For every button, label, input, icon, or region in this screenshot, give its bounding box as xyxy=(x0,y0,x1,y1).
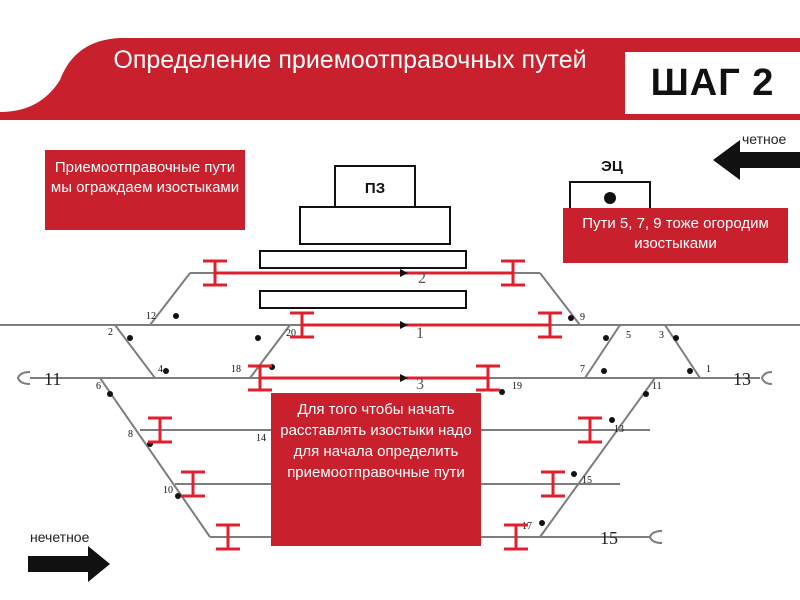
callout-define-receiving-tracks: Для того чтобы начать расставлять изосты… xyxy=(271,393,481,546)
switch-number: 14 xyxy=(256,433,266,444)
signal-dot xyxy=(643,391,649,397)
signal-dot xyxy=(163,368,169,374)
switch-number: 5 xyxy=(626,330,631,341)
switch-connector xyxy=(249,324,291,379)
switch-connector xyxy=(539,272,581,326)
signal-dot xyxy=(107,391,113,397)
switch-connector xyxy=(99,377,211,538)
isolating-joint xyxy=(538,311,562,339)
switch-number: 10 xyxy=(163,485,173,496)
isolating-joint xyxy=(504,523,528,551)
signal-dot xyxy=(255,335,261,341)
switch-number: 8 xyxy=(128,429,133,440)
page-title: Определение приемоотправочных путей xyxy=(113,46,587,74)
odd-direction-label: нечетное xyxy=(30,529,90,545)
switch-number: 11 xyxy=(652,381,662,392)
isolating-joint xyxy=(578,416,602,444)
even-direction-arrow xyxy=(713,140,800,180)
signal-dot xyxy=(687,368,693,374)
switch-connector xyxy=(539,377,656,538)
signal-dot xyxy=(173,313,179,319)
arrowhead xyxy=(400,269,408,277)
platform-upper xyxy=(259,250,467,269)
switch-connector xyxy=(584,324,621,379)
platform-lower xyxy=(259,290,467,309)
line-end-right-15 xyxy=(648,530,663,544)
isolating-joint xyxy=(248,364,272,392)
signal-dot xyxy=(499,389,505,395)
track-number-2: 2 xyxy=(418,270,426,287)
switch-number: 7 xyxy=(580,364,585,375)
callout-tracks-5-7-9: Пути 5, 7, 9 тоже огородим изостыками xyxy=(563,208,788,263)
switch-number: 4 xyxy=(158,364,163,375)
receiving-tracks xyxy=(215,271,550,380)
callout-isolating-joints: Приемоотправочные пути мы ограждаем изос… xyxy=(45,150,245,230)
odd-direction-arrow xyxy=(28,546,110,582)
signal-dot xyxy=(571,471,577,477)
direction-arrowheads xyxy=(400,269,408,382)
line-end-label-left: 11 xyxy=(44,369,61,389)
even-direction-label: четное xyxy=(742,131,787,147)
track-number-3: 3 xyxy=(416,376,424,393)
signal-dot xyxy=(568,315,574,321)
switch-connector xyxy=(664,324,701,379)
signal-dot xyxy=(673,335,679,341)
switch-number: 12 xyxy=(146,311,156,322)
ec-label: ЭЦ xyxy=(601,158,623,175)
signal-dot xyxy=(601,368,607,374)
isolating-joint xyxy=(148,416,172,444)
isolating-joints xyxy=(148,259,602,551)
switch-number: 2 xyxy=(108,327,113,338)
switch-number: 13 xyxy=(614,424,624,435)
switch-number: 20 xyxy=(286,328,296,339)
isolating-joint xyxy=(203,259,227,287)
switch-number: 19 xyxy=(512,381,522,392)
switch-number: 18 xyxy=(231,364,241,375)
signal-dot xyxy=(127,335,133,341)
title-banner xyxy=(0,38,800,120)
switch-number: 15 xyxy=(582,475,592,486)
signal-dot xyxy=(603,335,609,341)
switch-connector xyxy=(149,272,191,326)
switch-number: 9 xyxy=(580,312,585,323)
arrowhead xyxy=(400,374,408,382)
signal-dot xyxy=(175,493,181,499)
line-end-label-right-main: 13 xyxy=(733,369,751,389)
isolating-joint xyxy=(476,364,500,392)
arrowhead xyxy=(400,321,408,329)
signal-dot xyxy=(539,520,545,526)
switch-number: 6 xyxy=(96,381,101,392)
line-end-left-11 xyxy=(16,371,31,385)
line-end-right-13 xyxy=(760,371,773,385)
track-number-1: 1 xyxy=(416,325,424,342)
signal-dot xyxy=(609,417,615,423)
isolating-joint xyxy=(501,259,525,287)
step-label: ШАГ 2 xyxy=(625,52,800,114)
pz-building-top xyxy=(334,165,416,209)
switch-connector xyxy=(114,324,156,379)
isolating-joint xyxy=(216,523,240,551)
isolating-joint xyxy=(290,311,314,339)
pz-label: ПЗ xyxy=(365,180,385,197)
line-end-label-right-bottom: 15 xyxy=(600,528,618,548)
isolating-joint xyxy=(181,470,205,498)
pz-building-middle xyxy=(299,206,451,245)
isolating-joint xyxy=(541,470,565,498)
ec-marker xyxy=(604,192,616,204)
switch-number: 3 xyxy=(659,330,664,341)
switch-number: 1 xyxy=(706,364,711,375)
